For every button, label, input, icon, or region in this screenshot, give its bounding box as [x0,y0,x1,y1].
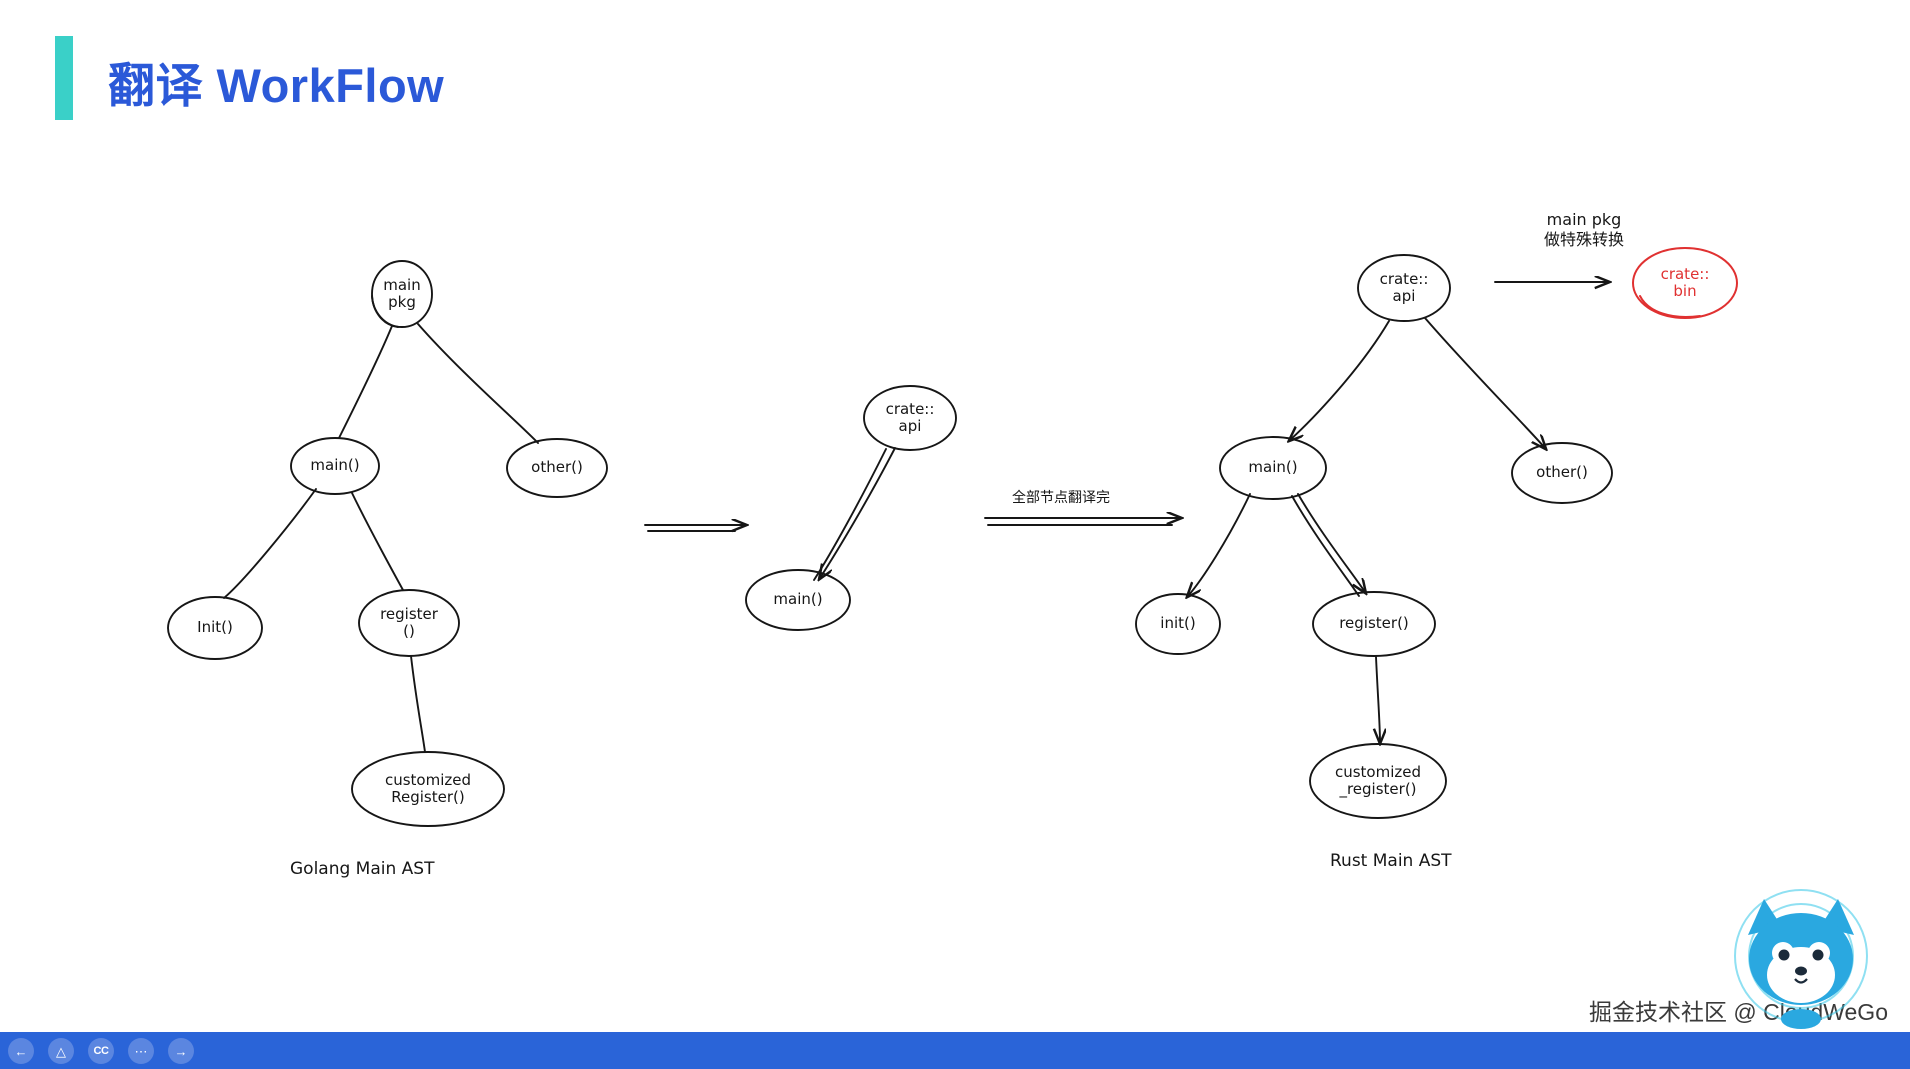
next-slide-button[interactable]: → [168,1038,194,1064]
middle-tree [745,385,957,631]
arrow-golang-to-middle [644,525,745,531]
captions-button[interactable]: CC [88,1038,114,1064]
player-toolbar-controls: ← △ CC ⋯ → [0,1033,194,1069]
annotation-all-nodes-translated: 全部节点翻译完 [1012,490,1110,506]
caption-rust-main-ast: Rust Main AST [1330,851,1452,871]
crate-bin-node [1632,247,1738,319]
watermark-text: 掘金技术社区 @ CloudWeGo [1589,999,1888,1025]
golang-tree-edges [223,323,539,753]
golang-tree-nodes [167,260,608,827]
previous-slide-button[interactable]: ← [8,1038,34,1064]
player-toolbar [0,1033,1910,1069]
presentation-tools-button[interactable]: △ [48,1038,74,1064]
caption-golang-main-ast: Golang Main AST [290,859,435,879]
arrow-middle-to-rust [984,518,1180,526]
rust-tree-nodes [1135,254,1613,819]
more-options-button[interactable]: ⋯ [128,1038,154,1064]
title-accent-bar [55,36,73,120]
rust-tree-edges [1188,317,1545,742]
annotation-main-pkg-special-conversion: main pkg 做特殊转换 [1543,210,1624,249]
page-title: 翻译 WorkFlow [108,59,445,112]
